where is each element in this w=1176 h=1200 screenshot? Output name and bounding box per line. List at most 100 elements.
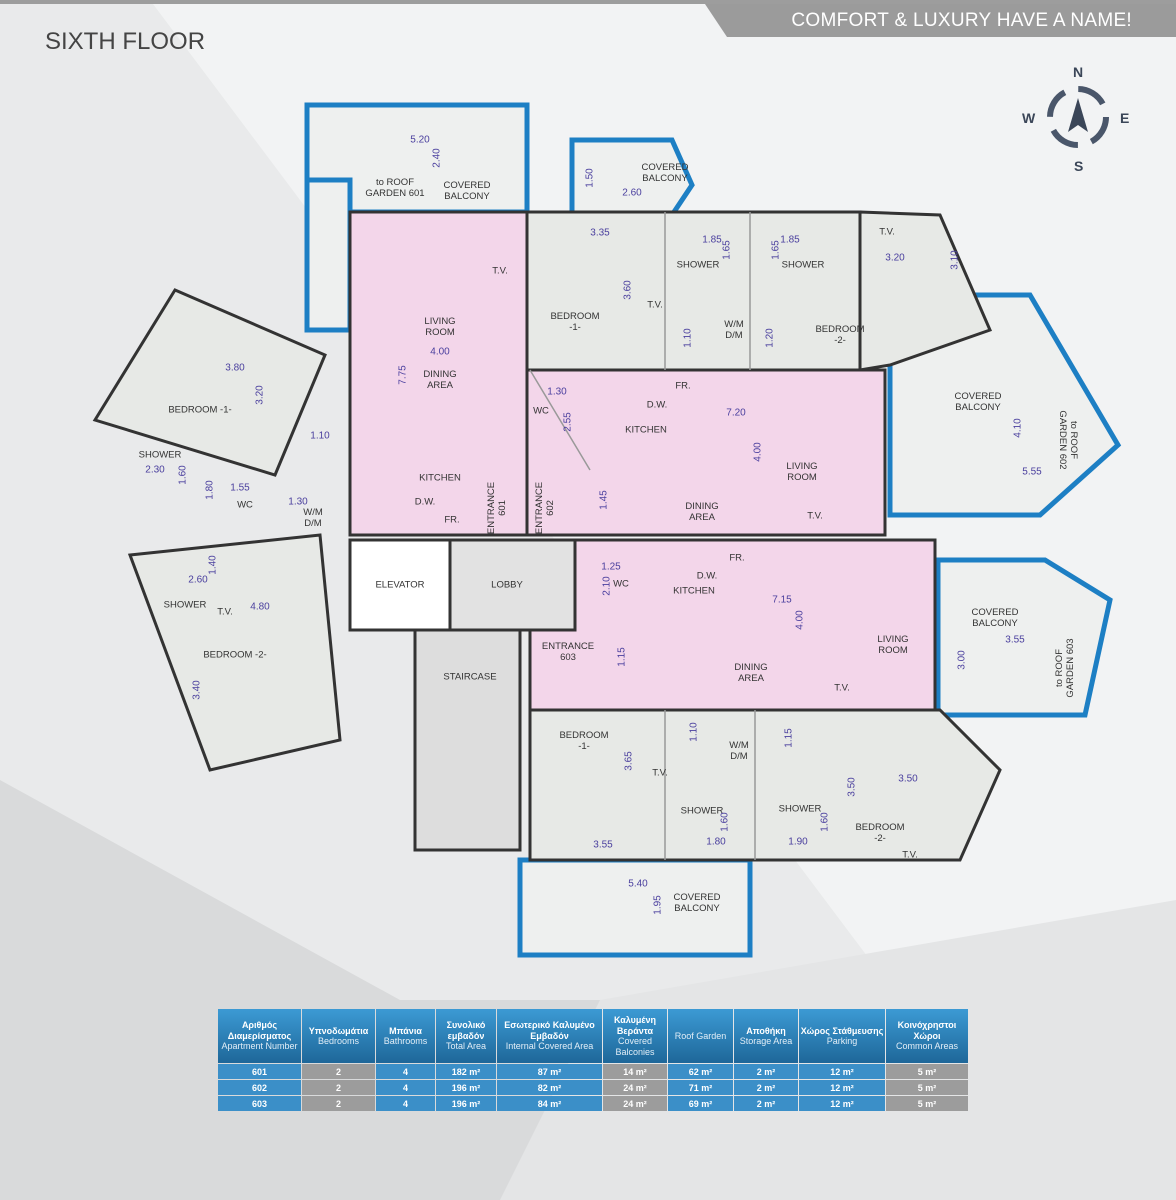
- lobby: [448, 538, 577, 632]
- table-cell: 62 m²: [668, 1064, 733, 1079]
- dimension-label: 3.10: [949, 250, 961, 270]
- dimension-label: 5.20: [410, 134, 430, 146]
- room-label: T.V.: [807, 510, 823, 522]
- header-english: Bedrooms: [317, 1036, 360, 1046]
- room-label: T.V.: [647, 299, 663, 311]
- room-label: KITCHEN: [419, 472, 461, 484]
- dimension-label: 4.10: [1012, 418, 1024, 438]
- dimension-label: 1.95: [652, 895, 664, 915]
- unit-603-living: [528, 538, 937, 712]
- compass-e: E: [1120, 110, 1130, 126]
- room-label: T.V.: [902, 849, 918, 861]
- room-label: BEDROOM -1-: [559, 730, 609, 752]
- room-label: W/M D/M: [303, 507, 323, 529]
- table-cell: 4: [376, 1064, 435, 1079]
- room-label: T.V.: [652, 767, 668, 779]
- header-english: Covered Balconies: [615, 1036, 655, 1057]
- room-label: ELEVATOR: [375, 579, 425, 591]
- dimension-label: 1.25: [601, 561, 621, 573]
- room-label: BEDROOM -1-: [550, 311, 600, 333]
- header-english: Storage Area: [739, 1036, 793, 1046]
- dimension-label: 2.60: [622, 187, 642, 199]
- dimension-label: 2.10: [601, 576, 613, 596]
- table-cell: 602: [218, 1080, 301, 1095]
- unit-601-bedroom-2: [127, 533, 342, 772]
- dimension-label: 7.20: [726, 407, 746, 419]
- room-label: LIVING ROOM: [424, 316, 456, 338]
- table-cell: 69 m²: [668, 1096, 733, 1111]
- staircase: [413, 628, 522, 852]
- dimension-label: 1.10: [688, 722, 700, 742]
- room-label: DINING AREA: [685, 501, 719, 523]
- room-label: LIVING ROOM: [786, 461, 818, 483]
- dimension-label: 4.00: [430, 346, 450, 358]
- header-greek: Μπάνια: [389, 1025, 422, 1036]
- dimension-label: 4.00: [794, 610, 806, 630]
- dimension-label: 1.15: [783, 728, 795, 748]
- header-english: Apartment Number: [221, 1041, 298, 1052]
- table-cell: 14 m²: [603, 1064, 667, 1079]
- dimension-label: 1.50: [584, 168, 596, 188]
- room-label: SHOWER: [778, 803, 822, 815]
- compass-icon: N S E W: [1016, 62, 1136, 177]
- slogan-banner: COMFORT & LUXURY HAVE A NAME!: [705, 4, 1176, 37]
- room-label: W/M D/M: [724, 319, 744, 341]
- header-english: Parking: [826, 1036, 858, 1046]
- table-cell: 82 m²: [497, 1080, 602, 1095]
- dimension-label: 3.50: [846, 777, 858, 797]
- dimension-label: 1.20: [764, 328, 776, 348]
- unit-602-living: [525, 368, 887, 537]
- dimension-label: 1.90: [788, 836, 808, 848]
- dimension-label: 1.45: [598, 490, 610, 510]
- room-label: SHOWER: [676, 259, 720, 271]
- dimension-label: 1.85: [702, 234, 722, 246]
- unit-602-bedroom-2: [858, 210, 993, 372]
- floor-plan: [92, 102, 1122, 958]
- dimension-label: 3.80: [225, 362, 245, 374]
- room-label: COVERED BALCONY: [443, 180, 491, 202]
- table-cell: 71 m²: [668, 1080, 733, 1095]
- table-cell: 2: [302, 1064, 375, 1079]
- room-label: BEDROOM -2-: [855, 822, 905, 844]
- room-label: SHOWER: [163, 599, 207, 611]
- dimension-label: 2.40: [431, 148, 443, 168]
- room-label: FR.: [444, 514, 460, 526]
- dimension-label: 3.00: [956, 650, 968, 670]
- dimension-label: 2.30: [145, 464, 165, 476]
- room-label: BEDROOM -2-: [203, 649, 267, 661]
- table-cell: 24 m²: [603, 1096, 667, 1111]
- dimension-label: 1.80: [204, 480, 216, 500]
- room-label: WC: [613, 578, 629, 590]
- dimension-label: 1.15: [616, 647, 628, 667]
- compass-w: W: [1022, 110, 1036, 126]
- table-cell: 601: [218, 1064, 301, 1079]
- dimension-label: 3.60: [622, 280, 634, 300]
- table-cell: 4: [376, 1096, 435, 1111]
- room-label: DINING AREA: [423, 369, 457, 391]
- table-cell: 196 m²: [436, 1080, 496, 1095]
- dimension-label: 1.85: [780, 234, 800, 246]
- room-label: T.V.: [217, 606, 233, 618]
- dimension-label: 4.80: [250, 601, 270, 613]
- dimension-label: 1.60: [819, 812, 831, 832]
- dimension-label: 3.20: [254, 385, 266, 405]
- header-greek: Εσωτερικό Καλυμένο Εμβαδόν: [504, 1020, 595, 1041]
- room-label: COVERED BALCONY: [971, 607, 1019, 629]
- dimension-label: 1.10: [310, 430, 330, 442]
- dimension-label: 4.00: [752, 442, 764, 462]
- room-label: BEDROOM -2-: [815, 324, 865, 346]
- room-label: COVERED BALCONY: [641, 162, 689, 184]
- header-greek: Καλυμένη Βεράντα: [613, 1015, 656, 1036]
- table-cell: 5 m²: [886, 1064, 968, 1079]
- table-cell: 2: [302, 1080, 375, 1095]
- room-label: FR.: [675, 380, 691, 392]
- room-label: D.W.: [696, 570, 718, 582]
